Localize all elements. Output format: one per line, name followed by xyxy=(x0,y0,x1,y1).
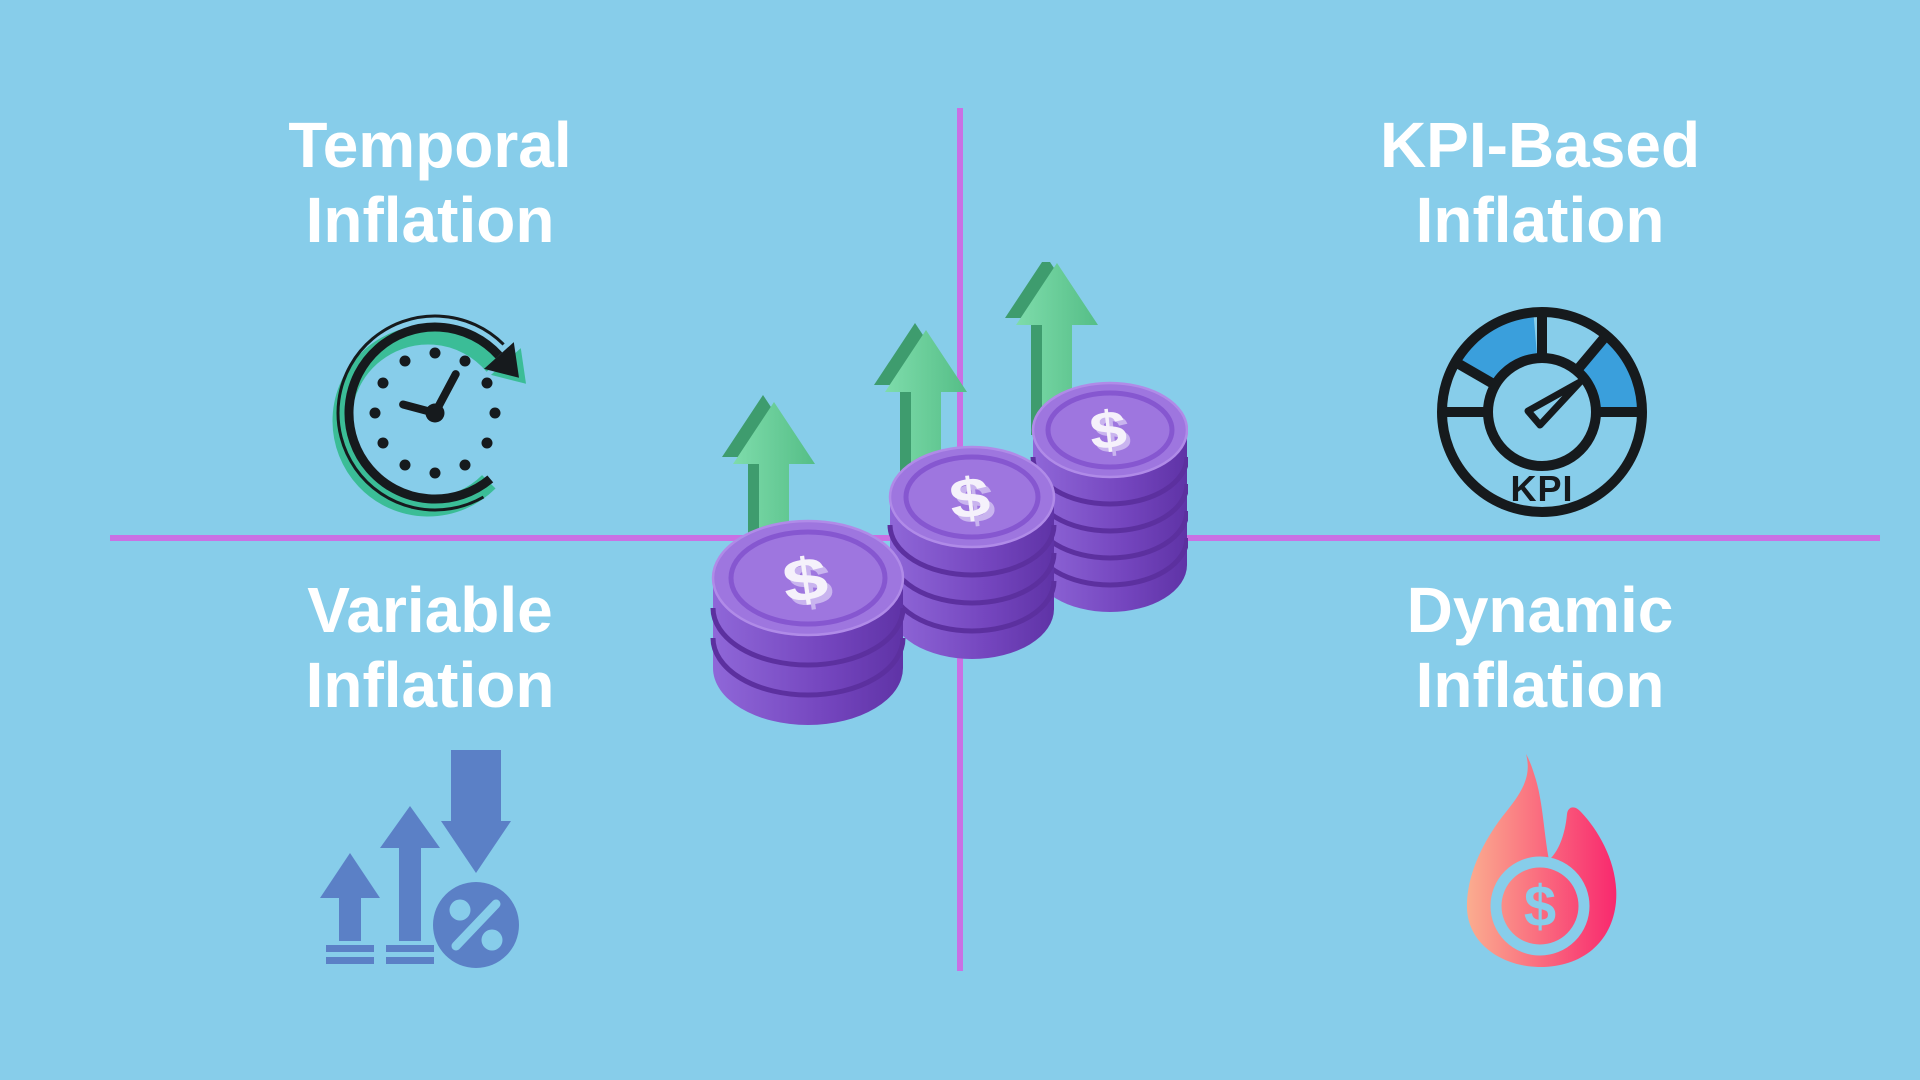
title-variable-inflation: Variable Inflation xyxy=(170,573,690,723)
growth-arrow-middle xyxy=(874,323,967,512)
coin-dollar-sign: $ xyxy=(783,548,836,621)
title-dynamic-inflation: Dynamic Inflation xyxy=(1280,573,1800,723)
coin-stacks-illustration: $ $ $ $ xyxy=(708,262,1188,732)
coin-dollar-sign: $ xyxy=(778,543,831,616)
title-line: KPI-Based xyxy=(1379,109,1701,181)
coin-dollar-sign: $ xyxy=(951,469,998,536)
title-temporal-inflation: Temporal Inflation xyxy=(170,108,690,258)
clock-refresh-icon xyxy=(329,307,541,519)
flame-coin-dollar: $ xyxy=(1524,874,1556,939)
title-line: Inflation xyxy=(1415,184,1665,256)
title-line: Inflation xyxy=(1415,649,1665,721)
coin-stack-middle: $ $ xyxy=(887,445,1057,659)
title-line: Inflation xyxy=(305,649,555,721)
flame-dollar-icon: $ xyxy=(1440,748,1630,970)
title-kpi-based-inflation: KPI-Based Inflation xyxy=(1280,108,1800,258)
growth-arrow-right xyxy=(1005,262,1098,442)
trend-arrows-percent-icon xyxy=(316,750,524,972)
coin-dollar-sign: $ xyxy=(1091,403,1134,466)
title-line: Dynamic xyxy=(1406,574,1674,646)
coin-stack-left: $ $ xyxy=(710,519,906,725)
title-line: Temporal xyxy=(288,109,572,181)
title-line: Variable xyxy=(307,574,553,646)
coin-dollar-sign: $ xyxy=(1087,399,1130,462)
gauge-kpi-label: KPI xyxy=(1510,468,1573,509)
kpi-gauge-icon: KPI xyxy=(1431,301,1653,523)
coin-stack-right: $ $ xyxy=(1030,381,1188,612)
title-line: Inflation xyxy=(305,184,555,256)
growth-arrow-left xyxy=(722,395,815,592)
coin-dollar-sign: $ xyxy=(946,464,993,531)
